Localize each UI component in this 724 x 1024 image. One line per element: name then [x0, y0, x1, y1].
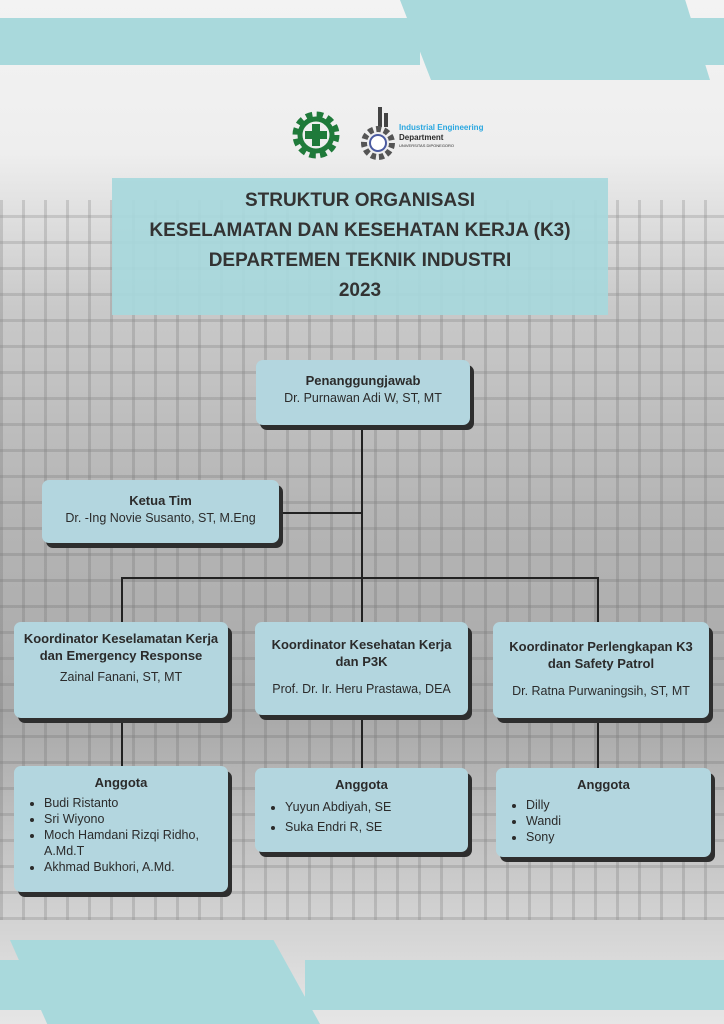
ie-logo-line2: Department	[399, 132, 444, 142]
member-item: Budi Ristanto	[44, 795, 222, 811]
head-box: Penanggungjawab Dr. Purnawan Adi W, ST, …	[256, 360, 470, 425]
connector	[121, 718, 123, 766]
ie-logo-line1: Industrial Engineering	[399, 122, 484, 132]
head-name: Dr. Purnawan Adi W, ST, MT	[284, 391, 442, 405]
coordinator-box: Koordinator Keselamatan Kerja dan Emerge…	[14, 622, 228, 718]
members-box: Anggota Yuyun Abdiyah, SE Suka Endri R, …	[255, 768, 468, 852]
connector	[361, 425, 363, 578]
members-box: Anggota Budi Ristanto Sri Wiyono Moch Ha…	[14, 766, 228, 892]
logos: Industrial Engineering Department UNIVER…	[290, 105, 483, 165]
members-title: Anggota	[94, 775, 148, 790]
member-item: Sri Wiyono	[44, 811, 222, 827]
coordinator-box: Koordinator Perlengkapan K3 dan Safety P…	[493, 622, 709, 718]
coordinator-box: Koordinator Kesehatan Kerja dan P3K Prof…	[255, 622, 468, 715]
member-item: Yuyun Abdiyah, SE	[285, 797, 462, 817]
ie-department-logo-icon	[361, 107, 395, 160]
connector	[361, 715, 363, 768]
coordinator-role: Koordinator Keselamatan Kerja dan Emerge…	[23, 631, 219, 663]
decor-stripe	[690, 18, 724, 65]
lead-name: Dr. -Ing Novie Susanto, ST, M.Eng	[65, 511, 256, 525]
member-item: Akhmad Bukhori, A.Md.	[44, 859, 222, 875]
coordinator-name: Prof. Dr. Ir. Heru Prastawa, DEA	[272, 682, 451, 696]
decor-stripe	[10, 940, 320, 1024]
member-item: Moch Hamdani Rizqi Ridho, A.Md.T	[44, 827, 222, 859]
connector	[597, 577, 599, 622]
member-item: Dilly	[526, 797, 705, 813]
ie-logo-line3: UNIVERSITAS DIPONEGORO	[399, 142, 455, 148]
connector	[279, 512, 362, 514]
page-title: STRUKTUR ORGANISASI KESELAMATAN DAN KESE…	[112, 178, 608, 315]
title-line: KESELAMATAN DAN KESEHATAN KERJA (K3)	[149, 220, 571, 241]
coordinator-name: Zainal Fanani, ST, MT	[59, 670, 183, 684]
lead-box: Ketua Tim Dr. -Ing Novie Susanto, ST, M.…	[42, 480, 279, 543]
title-year: 2023	[338, 280, 382, 301]
title-line: STRUKTUR ORGANISASI	[244, 190, 476, 211]
connector	[597, 718, 599, 768]
k3-gear-cross-icon	[292, 111, 340, 159]
head-role: Penanggungjawab	[305, 373, 421, 388]
coordinator-role: Koordinator Kesehatan Kerja dan P3K	[271, 637, 452, 669]
member-item: Sony	[526, 829, 705, 845]
coordinator-name: Dr. Ratna Purwaningsih, ST, MT	[512, 684, 690, 698]
title-line: DEPARTEMEN TEKNIK INDUSTRI	[208, 250, 512, 271]
connector	[121, 577, 599, 579]
decor-stripe	[0, 18, 420, 65]
members-title: Anggota	[577, 777, 630, 792]
member-item: Suka Endri R, SE	[285, 817, 462, 837]
decor-stripe	[305, 960, 724, 1010]
coordinator-role: Koordinator Perlengkapan K3 dan Safety P…	[509, 639, 693, 671]
lead-role: Ketua Tim	[129, 493, 192, 508]
member-item: Wandi	[526, 813, 705, 829]
members-box: Anggota Dilly Wandi Sony	[496, 768, 711, 857]
members-title: Anggota	[335, 777, 388, 792]
connector	[121, 577, 123, 622]
decor-stripe	[400, 0, 710, 80]
connector	[361, 577, 363, 622]
